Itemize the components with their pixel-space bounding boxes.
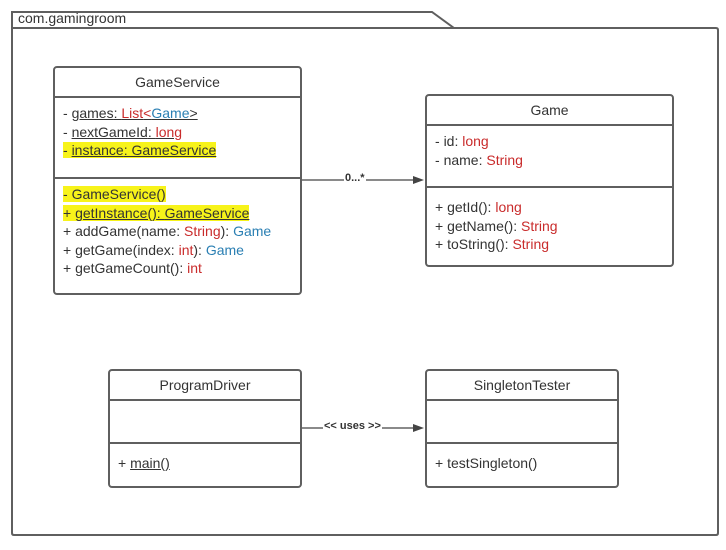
attributes-section: - id: long - name: String bbox=[427, 126, 672, 188]
methods-section: + main() bbox=[110, 444, 300, 473]
method-constructor: - GameService() bbox=[63, 186, 166, 202]
package-name: com.gamingroom bbox=[18, 10, 127, 26]
method-tostring: + toString(): String bbox=[435, 236, 550, 252]
method-addgame: + addGame(name: String): Game bbox=[63, 223, 272, 239]
method-getid: + getId(): long bbox=[435, 199, 522, 215]
class-singletontester[interactable]: SingletonTester + testSingleton() bbox=[425, 369, 619, 488]
class-name: SingletonTester bbox=[427, 371, 617, 401]
uses-stereotype-label: << uses >> bbox=[323, 420, 382, 432]
attributes-section: - games: List<Game> - nextGameId: long -… bbox=[55, 98, 300, 179]
method-getname: + getName(): String bbox=[435, 217, 558, 234]
method-getinstance: + getInstance(): GameService bbox=[63, 204, 250, 221]
class-game[interactable]: Game - id: long - name: String + getId()… bbox=[425, 94, 674, 267]
method-getgamecount: + getGameCount(): int bbox=[63, 260, 202, 276]
attribute-instance: - instance: GameService bbox=[63, 142, 217, 158]
class-gameservice[interactable]: GameService - games: List<Game> - nextGa… bbox=[53, 66, 302, 295]
attribute-nextgameid: - nextGameId: long bbox=[63, 123, 183, 140]
method-testsingleton: + testSingleton() bbox=[435, 455, 538, 471]
methods-section: + getId(): long + getName(): String + to… bbox=[427, 188, 672, 254]
attributes-section bbox=[427, 401, 617, 444]
class-name: GameService bbox=[55, 68, 300, 98]
uses-arrowhead bbox=[413, 424, 424, 432]
attributes-section bbox=[110, 401, 300, 444]
methods-section: - GameService() + getInstance(): GameSer… bbox=[55, 179, 300, 278]
method-getgame: + getGame(index: int): Game bbox=[63, 241, 244, 258]
method-main: + main() bbox=[118, 455, 170, 471]
class-name: Game bbox=[427, 96, 672, 126]
aggregation-arrowhead bbox=[413, 176, 424, 184]
aggregation-multiplicity-label: 0...* bbox=[344, 172, 366, 184]
class-name: ProgramDriver bbox=[110, 371, 300, 401]
methods-section: + testSingleton() bbox=[427, 444, 617, 473]
attribute-name: - name: String bbox=[435, 151, 523, 168]
attribute-id: - id: long bbox=[435, 133, 489, 149]
class-programdriver[interactable]: ProgramDriver + main() bbox=[108, 369, 302, 488]
attribute-games: - games: List<Game> bbox=[63, 105, 198, 121]
